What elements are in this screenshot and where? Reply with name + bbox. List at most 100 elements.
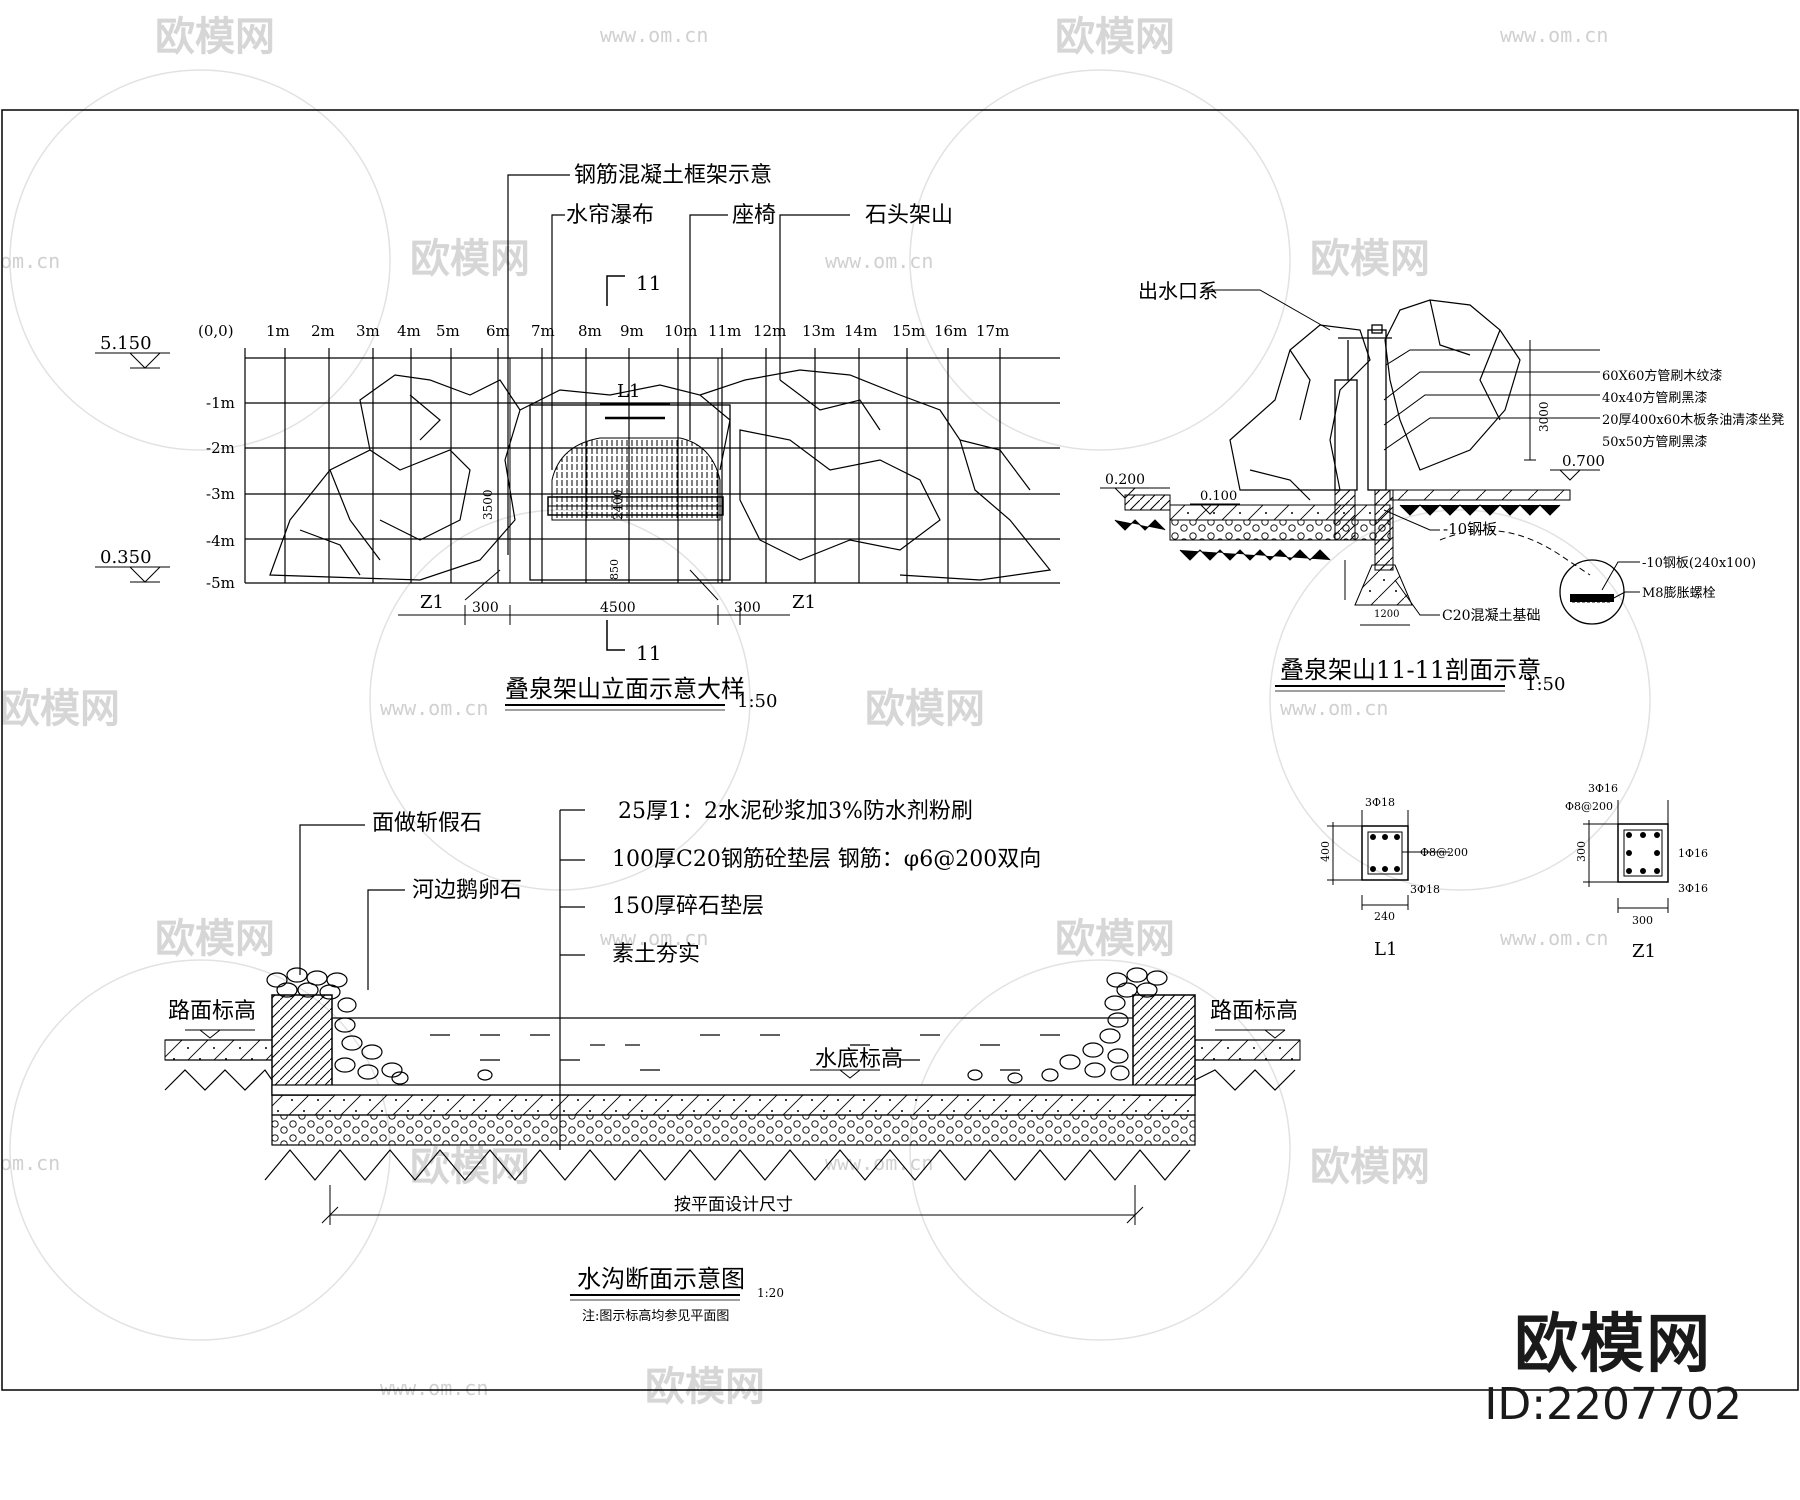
concrete-layer [271,1094,1196,1116]
beam-stirrup: Φ8@200 [1420,846,1468,859]
watermark-logo: 欧模网 [645,1364,765,1410]
plate-detail-bubble [1559,559,1625,625]
level-value: 0.350 [100,547,152,568]
road-level-right: 路面标高 [1210,999,1298,1024]
column-top-bar: 3Φ16 [1588,782,1618,795]
column-side-bar: 1Φ16 [1678,847,1708,860]
layer-label: 100厚C20钢筋砼垫层 钢筋：φ6@200双向 [612,847,1041,872]
x-tick: 14m [844,322,877,340]
material-notes: 60X60方管刷木纹漆 40x40方管刷黑漆 20厚400x60木板条油清漆坐凳… [1602,368,1784,450]
x-axis-ticks: 1m 2m 3m 4m 5m 6m 7m 8m 9m 10m 11m 12m 1… [266,322,1009,340]
beam-width: 240 [1374,910,1395,923]
watermark-url: www.om.cn [1280,696,1388,720]
column-label-left: Z1 [420,592,444,613]
column-height: 300 [1575,841,1588,862]
x-tick: 17m [976,322,1009,340]
section-title: 叠泉架山11-11剖面示意 [1280,656,1541,684]
x-tick: 6m [486,322,510,340]
channel-title: 水沟断面示意图 [577,1265,745,1293]
level-value: 5.150 [100,333,152,354]
beam-top-bar: 3Φ18 [1365,796,1395,809]
x-tick: 16m [934,322,967,340]
material-note: 40x40方管刷黑漆 [1602,390,1707,406]
x-tick: 7m [531,322,555,340]
callout-frame: 钢筋混凝土框架示意 [574,163,772,188]
section-scale: 1:50 [1525,674,1565,695]
callout-curtain: 水帘瀑布 [566,203,654,228]
watermark-logo: 欧模网 [155,14,275,60]
level-right: 0.700 [1562,452,1605,470]
layer-label: 25厚1：2水泥砂浆加3%防水剂粉刷 [618,799,973,824]
y-tick: -2m [206,439,235,457]
watermark-url: www.om.cn [1500,23,1608,47]
finish-label: 面做斩假石 [372,811,482,836]
watermark-url: www.om.cn [1500,926,1608,950]
footing-label: C20混凝土基础 [1442,607,1541,624]
level-water: 0.100 [1200,489,1237,504]
y-tick: -1m [206,394,235,412]
layer-label: 150厚碎石垫层 [612,894,764,919]
channel-section: 路面标高 路面标高 水底标高 面做斩假石 河边鹅卵石 25厚1：2水泥砂浆加3%… [164,799,1301,1324]
footing [1354,564,1413,606]
watermark-logo: 欧模网 [155,916,275,962]
material-note: 50x50方管刷黑漆 [1602,434,1707,450]
column-detail-z1: 3Φ16 Φ8@200 1Φ16 3Φ16 300 300 Z1 [1565,782,1708,962]
y-tick: -3m [206,485,235,503]
layer-labels: 25厚1：2水泥砂浆加3%防水剂粉刷 100厚C20钢筋砼垫层 钢筋：φ6@20… [612,799,1041,967]
level-marker-top: 5.150 [95,333,170,369]
column-stirrup: Φ8@200 [1565,800,1613,813]
watermark-logo: 欧模网 [410,236,530,282]
road-level-left: 路面标高 [168,999,256,1024]
watermark-logo: 欧模网 [410,1144,530,1190]
gravel-layer [271,1114,1196,1146]
callout-seat: 座椅 [732,203,776,228]
beam-bottom-bar: 3Φ18 [1410,883,1440,896]
watermark-url: www.om.cn [380,1376,488,1400]
elevation-title: 叠泉架山立面示意大样 [505,675,745,703]
x-tick: 10m [664,322,697,340]
level-left: 0.200 [1105,472,1145,488]
watermark-url: om.cn [0,1151,60,1175]
dim-inner: 2400 [611,489,625,520]
watermark-url: www.om.cn [825,249,933,273]
brand-id: ID:2207702 [1484,1379,1742,1430]
dim-left: 300 [472,600,499,616]
pebble-label: 河边鹅卵石 [412,878,522,903]
y-tick: -4m [206,532,235,550]
dim-right: 300 [734,600,761,616]
column-detail-label: Z1 [1632,941,1656,962]
beam-detail-l1: 3Φ18 Φ8@200 3Φ18 400 240 L1 [1319,796,1468,960]
height-dim: 3000 [1537,401,1551,432]
layer-label: 素土夯实 [612,942,700,967]
watermark-url: www.om.cn [380,696,488,720]
origin-label: (0,0) [198,322,234,340]
callout-rockery: 石头架山 [865,203,953,228]
x-tick: 9m [620,322,644,340]
y-tick: -5m [206,574,235,592]
beam-height: 400 [1319,841,1332,862]
watermark-logo: 欧模网 [865,686,985,732]
plate-label: -10钢板 [1443,520,1497,538]
section-mark-bottom: 11 [636,641,661,665]
x-tick: 12m [753,322,786,340]
channel-wall-right [1132,994,1196,1096]
outlet-label: 出水口系 [1138,279,1218,303]
elevation-view: L1 3500 2400 850 (0,0) 1m 2m 3m 4m 5m 6m… [95,163,1060,712]
y-axis-ticks: -1m -2m -3m -4m -5m [206,394,235,592]
section-mark-top: 11 [636,271,661,295]
footing-width: 1200 [1374,609,1399,620]
level-marker-bottom: 0.350 [95,547,170,583]
column-width: 300 [1632,914,1653,927]
x-tick: 8m [578,322,602,340]
x-tick: 11m [708,322,741,340]
beam-detail-label: L1 [1374,939,1397,960]
water-bottom-level: 水底标高 [815,1047,903,1072]
beam-label-l1: L1 [617,381,640,402]
mortar-layer [271,1084,1196,1096]
channel-scale: 1:20 [757,1286,784,1300]
watermark-url: om.cn [0,249,60,273]
channel-wall-left [271,994,333,1096]
material-note: 60X60方管刷木纹漆 [1602,368,1722,384]
span-dim: 按平面设计尺寸 [674,1195,793,1215]
